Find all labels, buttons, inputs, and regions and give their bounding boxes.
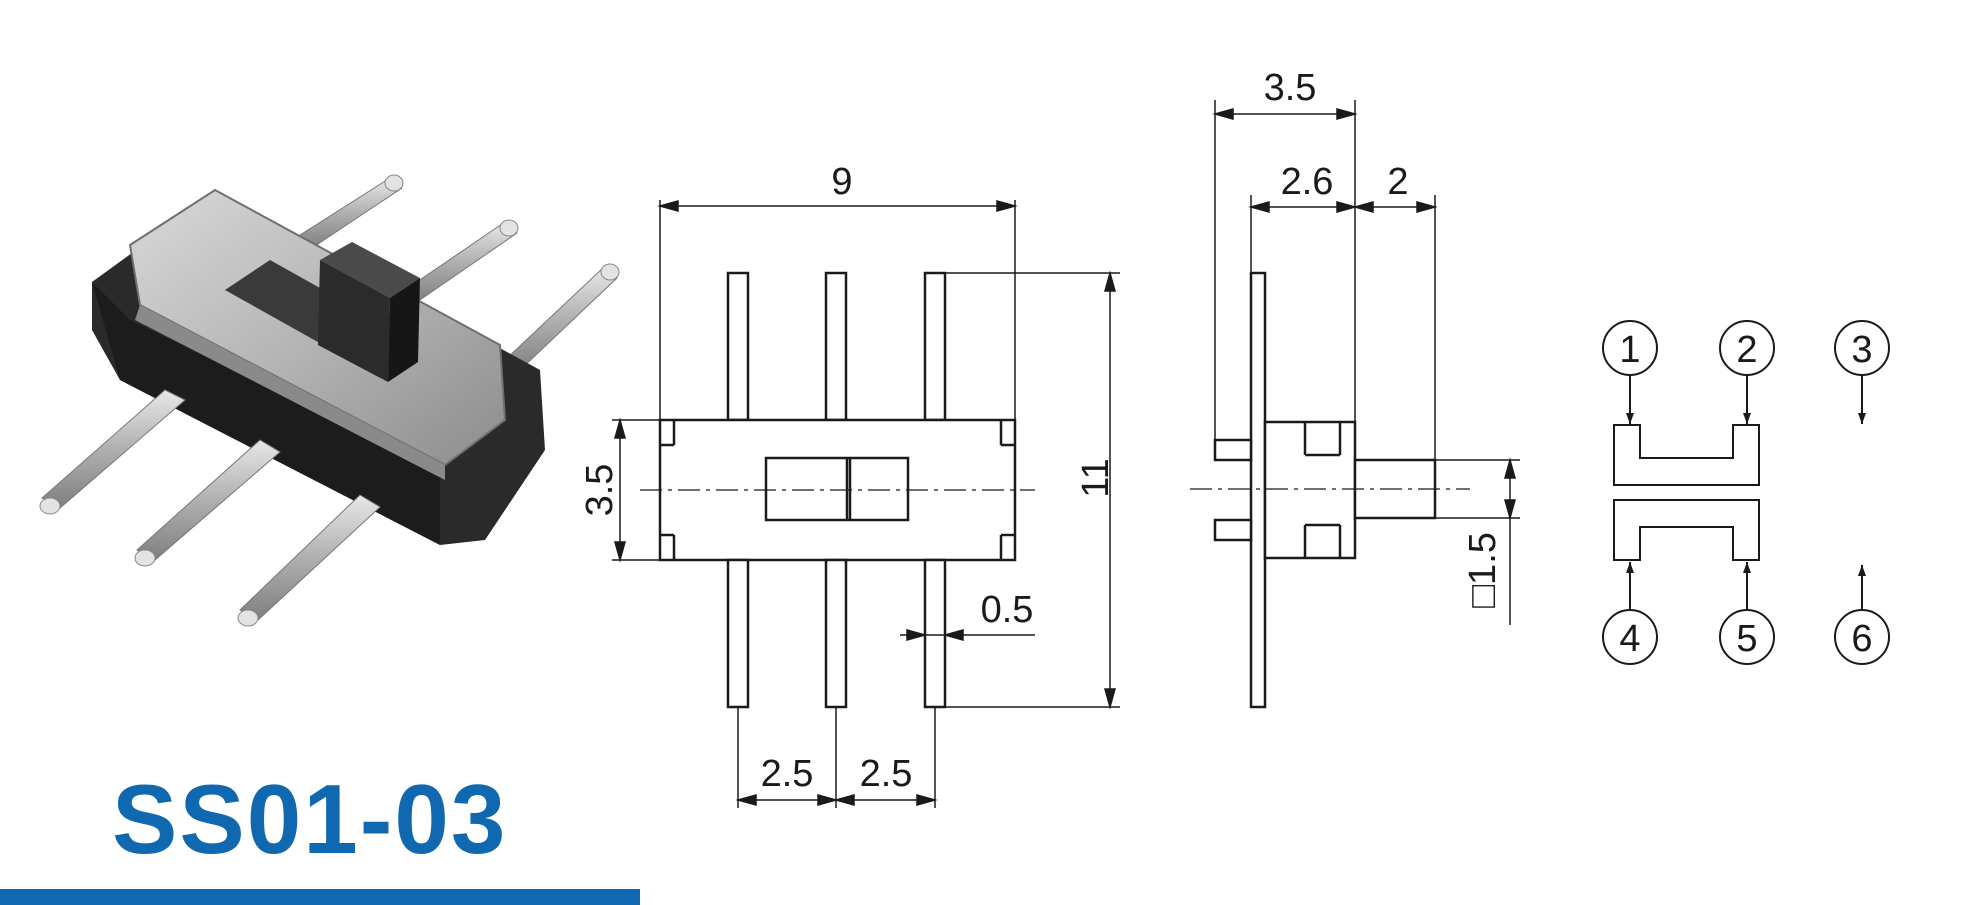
front-dimensions [612, 200, 1120, 808]
front-pin [134, 439, 281, 567]
back-pin [404, 219, 519, 303]
dim-overall-depth: 3.5 [1264, 67, 1317, 109]
dim-pitch-left: 2.5 [761, 753, 814, 795]
pin-top-right [923, 271, 947, 422]
back-pin [299, 174, 404, 249]
pin-label-3: 3 [1851, 329, 1872, 371]
dim-width: 9 [831, 161, 852, 203]
pin-bottom-left [726, 558, 750, 709]
pin-label-1: 1 [1619, 329, 1640, 371]
product-photo [39, 174, 620, 627]
back-pin [504, 263, 620, 373]
pin-top-middle [824, 271, 848, 422]
pin-label-6: 6 [1851, 618, 1872, 660]
pin-label-5: 5 [1736, 618, 1757, 660]
slider-window [764, 456, 910, 522]
dim-pitch-right: 2.5 [860, 753, 913, 795]
schematic [1602, 320, 1890, 665]
dim-pin-thickness: 0.5 [981, 589, 1034, 631]
front-view [640, 271, 1035, 709]
side-view [1190, 271, 1470, 709]
front-pin [39, 389, 186, 515]
model-title: SS01-03 [112, 764, 508, 874]
brand-bar [0, 889, 640, 905]
dim-actuator-length: 2 [1387, 161, 1408, 203]
pin-label-4: 4 [1619, 618, 1640, 660]
pin-top-left [726, 271, 750, 422]
side-housing [1263, 420, 1357, 560]
contact-bridge-top [1613, 424, 1760, 486]
front-pin [237, 494, 381, 627]
actuator-knob [318, 242, 420, 382]
dim-body-height: 3.5 [579, 464, 621, 517]
dim-overall-height: 11 [1075, 458, 1117, 497]
dim-actuator-size: □1.5 [1462, 532, 1504, 608]
pin-bottom-middle [824, 558, 848, 709]
side-dimensions [1212, 100, 1520, 625]
pin-bottom-right [923, 558, 947, 709]
side-pin [1249, 271, 1267, 709]
pin-label-2: 2 [1736, 329, 1757, 371]
dim-body-depth: 2.6 [1281, 161, 1334, 203]
side-bump-top [1213, 438, 1253, 462]
contact-bridge-bottom [1613, 499, 1760, 561]
schematic-arrows [1626, 413, 1866, 576]
side-bump-bottom [1213, 518, 1253, 542]
